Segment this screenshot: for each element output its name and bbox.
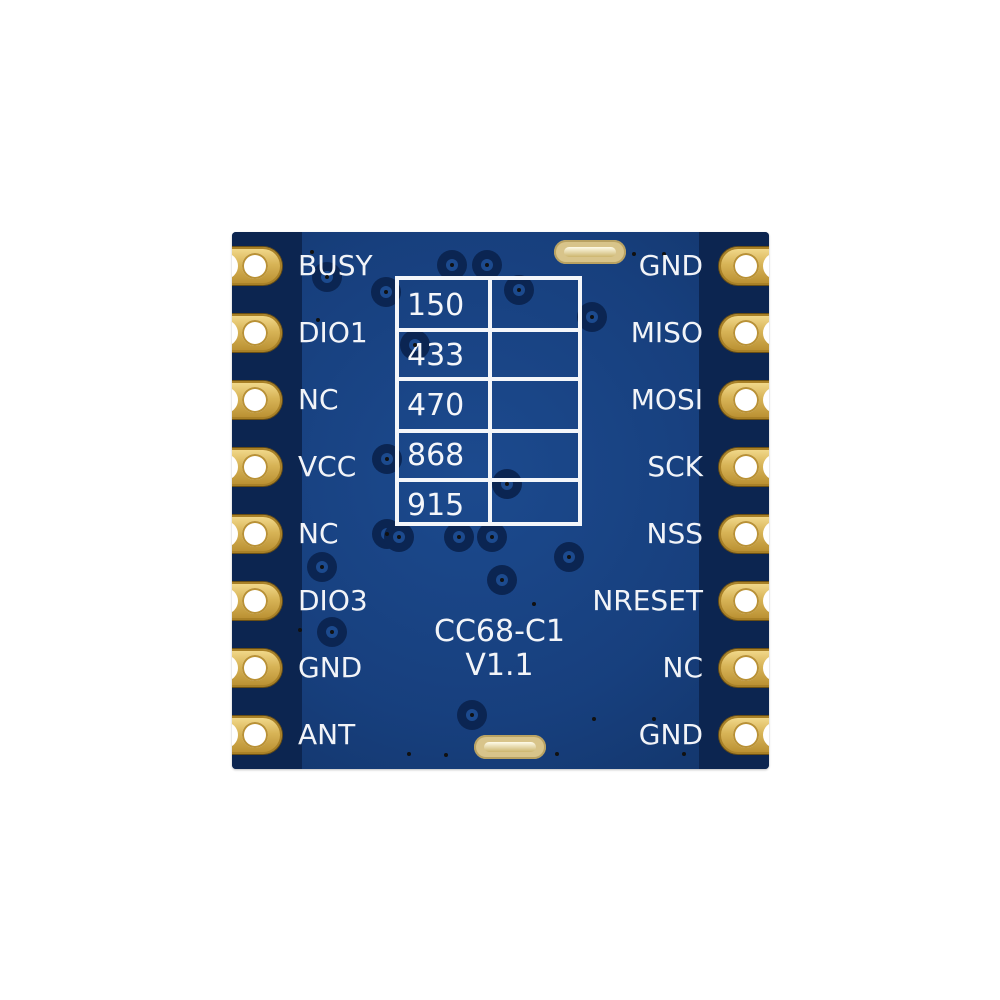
pin-label-nc: NC	[662, 651, 704, 684]
pad-left-3	[232, 381, 282, 419]
via	[554, 542, 584, 572]
pin-label-mosi: MOSI	[630, 383, 703, 416]
table-divider	[488, 280, 492, 522]
pad-right-7	[719, 649, 769, 687]
via	[384, 522, 414, 552]
pin-label-nc: NC	[298, 383, 339, 416]
mounting-slot-top	[554, 240, 626, 264]
pin-label-vcc: VCC	[298, 450, 357, 483]
model-name: CC68-C1	[434, 614, 565, 649]
pin-label-dio3: DIO3	[298, 584, 368, 617]
model-version: V1.1	[465, 648, 534, 683]
pad-left-6	[232, 582, 282, 620]
pin-label-gnd: GND	[298, 651, 363, 684]
pad-right-3	[719, 381, 769, 419]
frequency-470: 470	[407, 388, 465, 423]
pin-label-gnd: GND	[638, 249, 703, 282]
frequency-150: 150	[407, 288, 465, 323]
pin-label-nss: NSS	[646, 517, 704, 550]
pin-label-nreset: NRESET	[592, 584, 703, 617]
via	[492, 469, 522, 499]
pcb-module: BUSY DIO1 NC VCC NC DIO3 GND ANT GND MIS…	[232, 232, 769, 769]
via	[317, 617, 347, 647]
frequency-915: 915	[407, 488, 465, 523]
table-divider	[399, 377, 578, 381]
via	[477, 522, 507, 552]
pin-label-busy: BUSY	[298, 249, 373, 282]
table-divider	[399, 429, 578, 433]
via	[504, 275, 534, 305]
pad-right-4	[719, 448, 769, 486]
pad-right-1	[719, 247, 769, 285]
via	[444, 522, 474, 552]
pin-label-dio1: DIO1	[298, 316, 368, 349]
pad-right-8	[719, 716, 769, 754]
via	[437, 250, 467, 280]
frequency-table: 150 433 470 868 915	[395, 276, 582, 526]
pad-right-6	[719, 582, 769, 620]
pad-right-5	[719, 515, 769, 553]
frequency-433: 433	[407, 338, 465, 373]
pin-label-gnd: GND	[638, 718, 703, 751]
pin-label-nc: NC	[298, 517, 339, 550]
mounting-slot-bottom	[474, 735, 546, 759]
pin-label-sck: SCK	[647, 450, 703, 483]
left-ground-pour	[232, 232, 302, 769]
pin-label-miso: MISO	[630, 316, 703, 349]
pin-label-ant: ANT	[298, 718, 356, 751]
pad-right-2	[719, 314, 769, 352]
table-divider	[399, 478, 578, 482]
pad-left-7	[232, 649, 282, 687]
pad-left-8	[232, 716, 282, 754]
via	[487, 565, 517, 595]
frequency-868: 868	[407, 438, 465, 473]
right-ground-pour	[699, 232, 769, 769]
pad-left-1	[232, 247, 282, 285]
pad-left-5	[232, 515, 282, 553]
via	[457, 700, 487, 730]
via	[472, 250, 502, 280]
pad-left-4	[232, 448, 282, 486]
table-divider	[399, 328, 578, 332]
via	[577, 302, 607, 332]
via	[307, 552, 337, 582]
via	[400, 330, 430, 360]
pad-left-2	[232, 314, 282, 352]
via	[312, 262, 342, 292]
